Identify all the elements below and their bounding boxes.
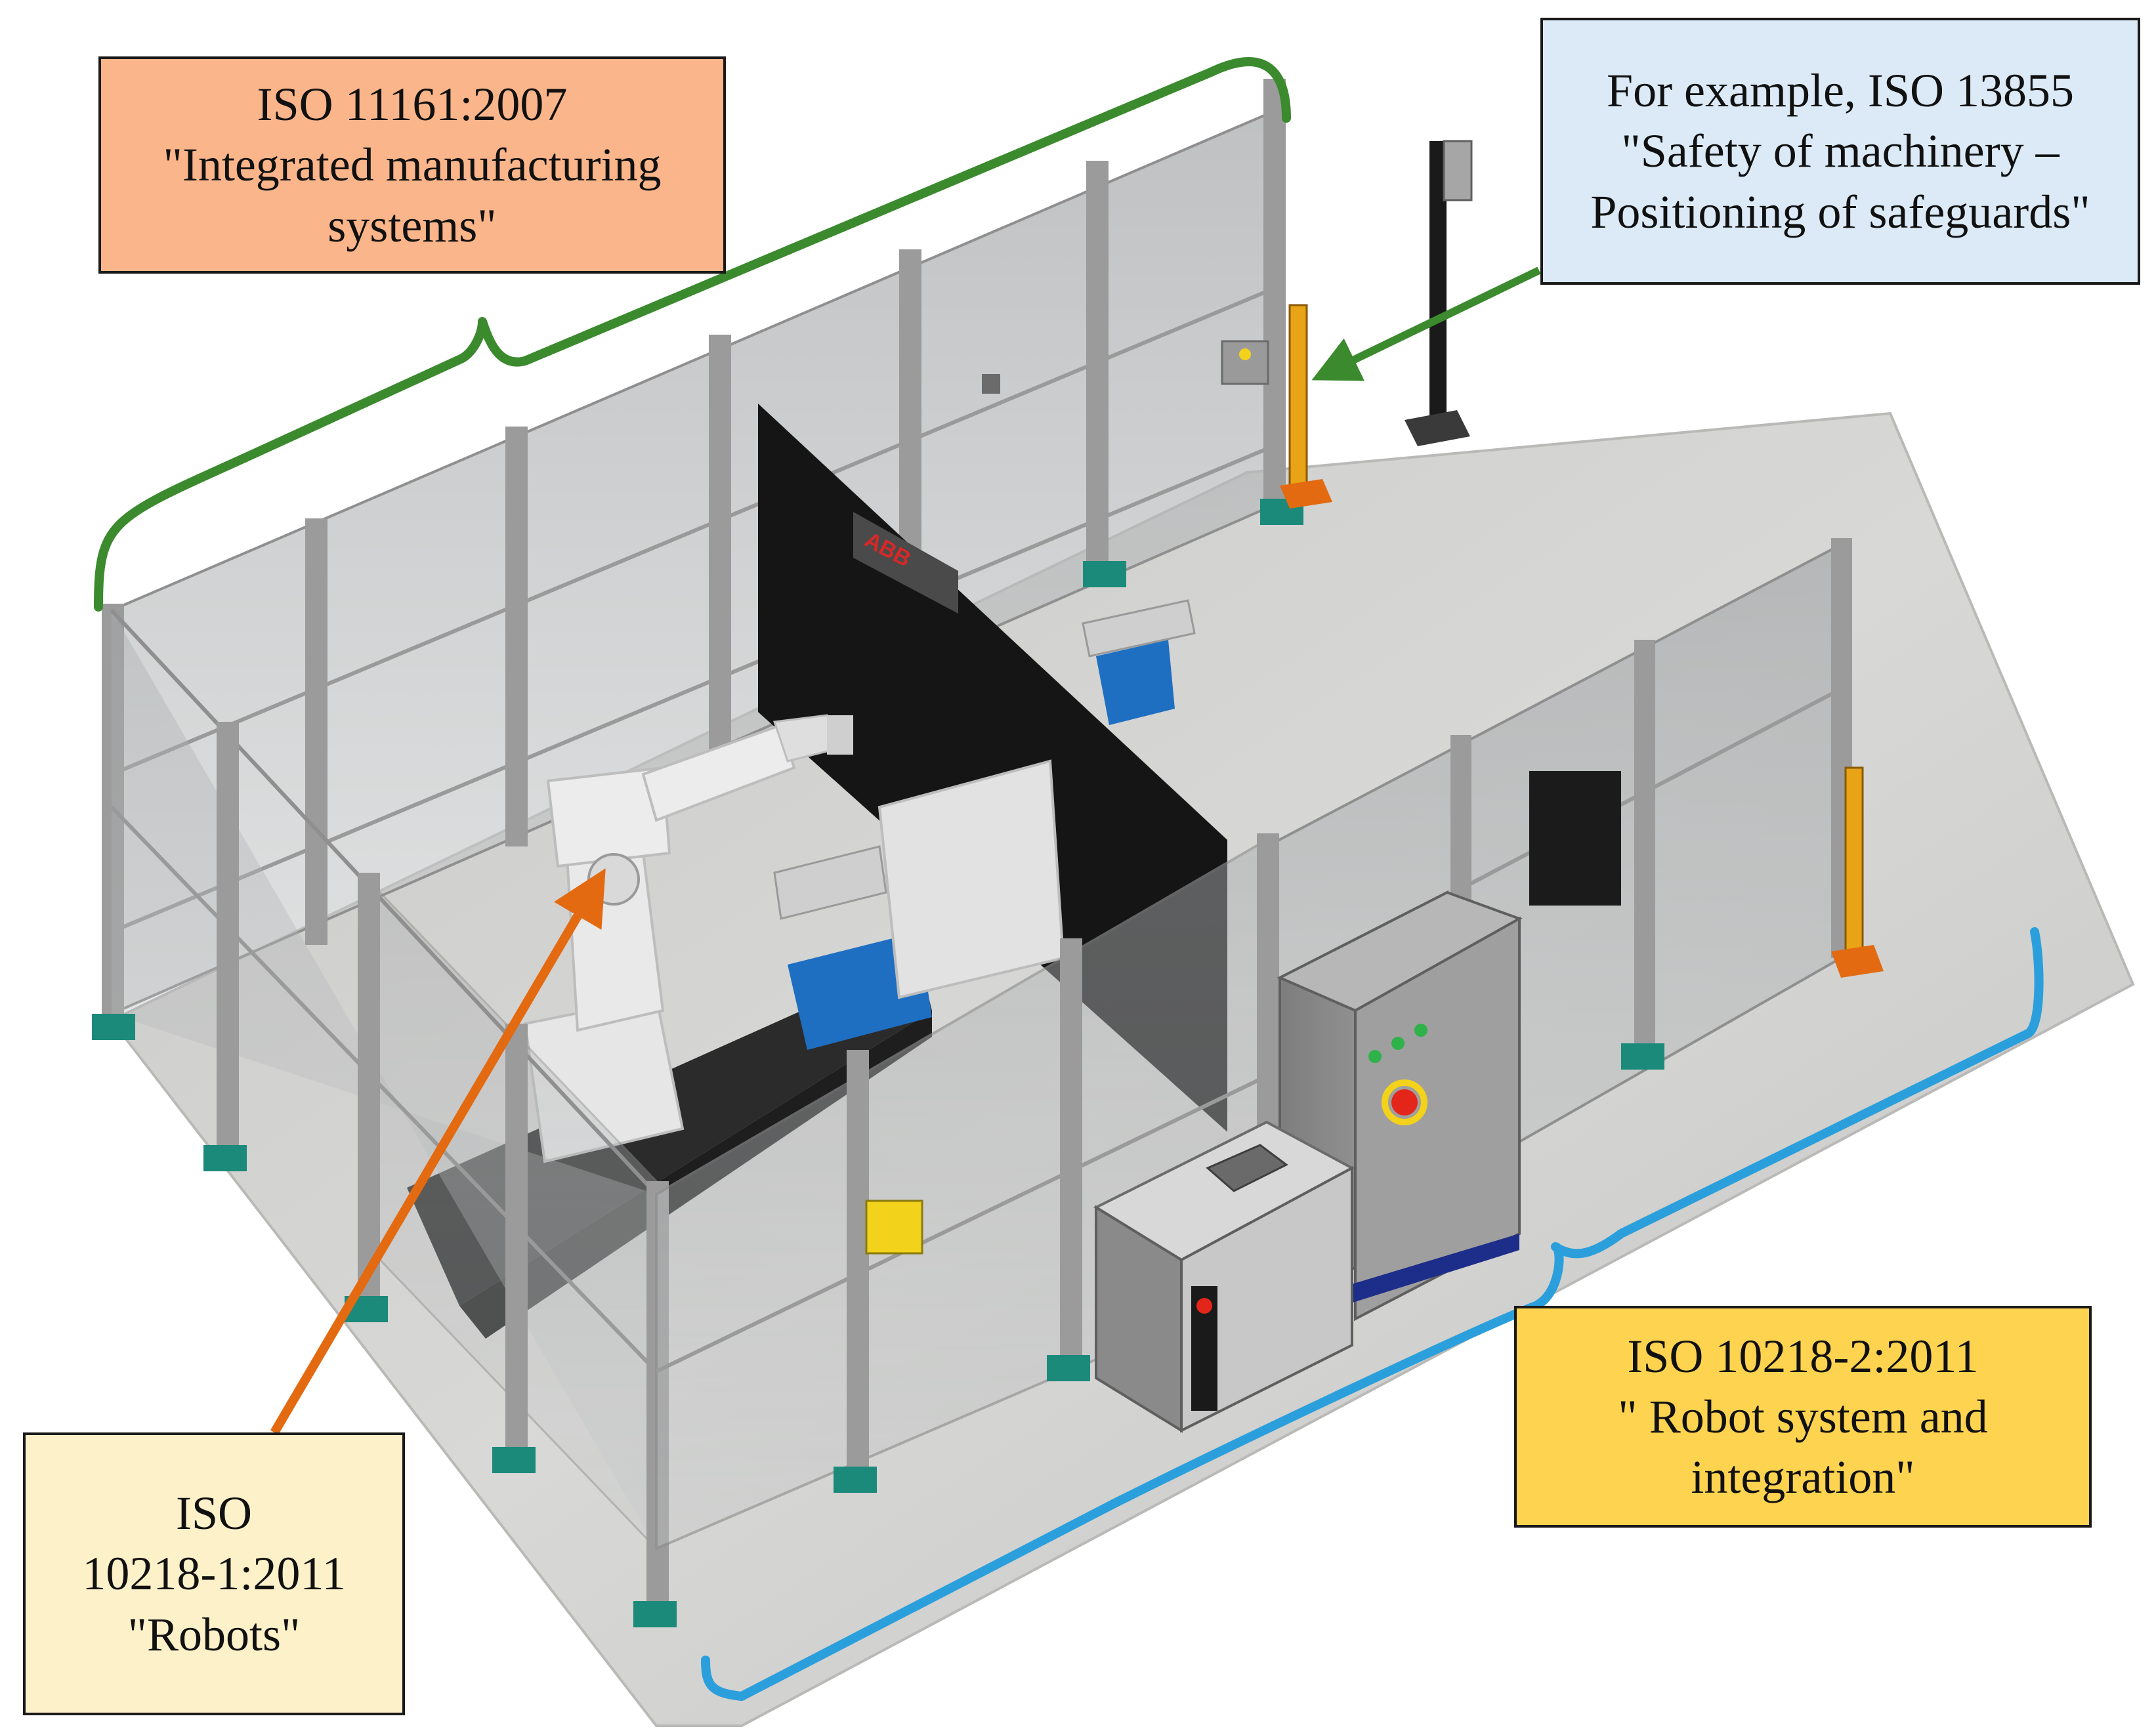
label-iso-10218-2-line-1: ISO 10218-2:2011	[1627, 1329, 1979, 1383]
label-iso-10218-1-line-2: 10218-1:2011	[82, 1547, 346, 1600]
label-iso-11161-line-2: "Integrated manufacturing	[163, 138, 662, 192]
teach-pendant	[1206, 1144, 1288, 1192]
fence-post	[1263, 79, 1286, 505]
label-iso-10218-2: ISO 10218-2:2011 " Robot system and inte…	[1514, 1306, 2092, 1528]
light-curtain-right	[1831, 766, 1884, 978]
label-iso-13855-line-3: Positioning of safeguards"	[1590, 185, 2090, 238]
label-iso-11161-line-1: ISO 11161:2007	[257, 78, 568, 131]
fence-post	[1060, 938, 1082, 1358]
wall-enclosure	[1529, 771, 1621, 906]
control-cabinet	[1277, 890, 1523, 1326]
fence-post	[709, 335, 731, 755]
door-switch	[865, 1200, 923, 1255]
fence-post	[1086, 161, 1109, 568]
label-iso-13855: For example, ISO 13855 "Safety of machin…	[1540, 18, 2140, 285]
fence-post	[505, 1024, 528, 1450]
control-box-wall	[1221, 340, 1269, 385]
back-fence	[102, 79, 1286, 1024]
label-iso-10218-1: ISO 10218-1:2011 "Robots"	[23, 1432, 405, 1715]
wall-switch	[982, 374, 1000, 394]
label-iso-13855-line-1: For example, ISO 13855	[1607, 64, 2074, 117]
brace-iso11161	[94, 57, 1291, 612]
label-iso-10218-1-line-3: "Robots"	[127, 1608, 301, 1661]
arrow-iso13855	[1311, 266, 1541, 381]
fence-post	[505, 427, 528, 846]
fence-post	[305, 518, 328, 945]
positioner-back	[1082, 599, 1196, 725]
label-iso-10218-2-line-2: " Robot system and	[1618, 1390, 1988, 1443]
brace-iso10218-2	[701, 927, 2044, 1701]
label-iso-11161-line-3: systems"	[328, 199, 497, 252]
fence-post	[358, 873, 380, 1299]
positioner-front	[773, 759, 1065, 1050]
robot-controller	[1093, 1120, 1355, 1433]
light-curtain-back	[1280, 304, 1332, 509]
fence-post	[217, 722, 239, 1148]
fence-post	[1634, 640, 1655, 1047]
label-iso-10218-1-line-1: ISO	[175, 1487, 252, 1540]
label-iso-10218-2-line-3: integration"	[1691, 1451, 1915, 1504]
label-iso-13855-line-2: "Safety of machinery –	[1621, 125, 2060, 178]
fence-post	[847, 1050, 869, 1470]
label-iso-11161: ISO 11161:2007 "Integrated manufacturing…	[98, 56, 726, 274]
front-fence	[655, 833, 1279, 1551]
light-curtain-emitter-post	[1405, 140, 1473, 446]
arrow-iso10218-1	[270, 868, 606, 1435]
